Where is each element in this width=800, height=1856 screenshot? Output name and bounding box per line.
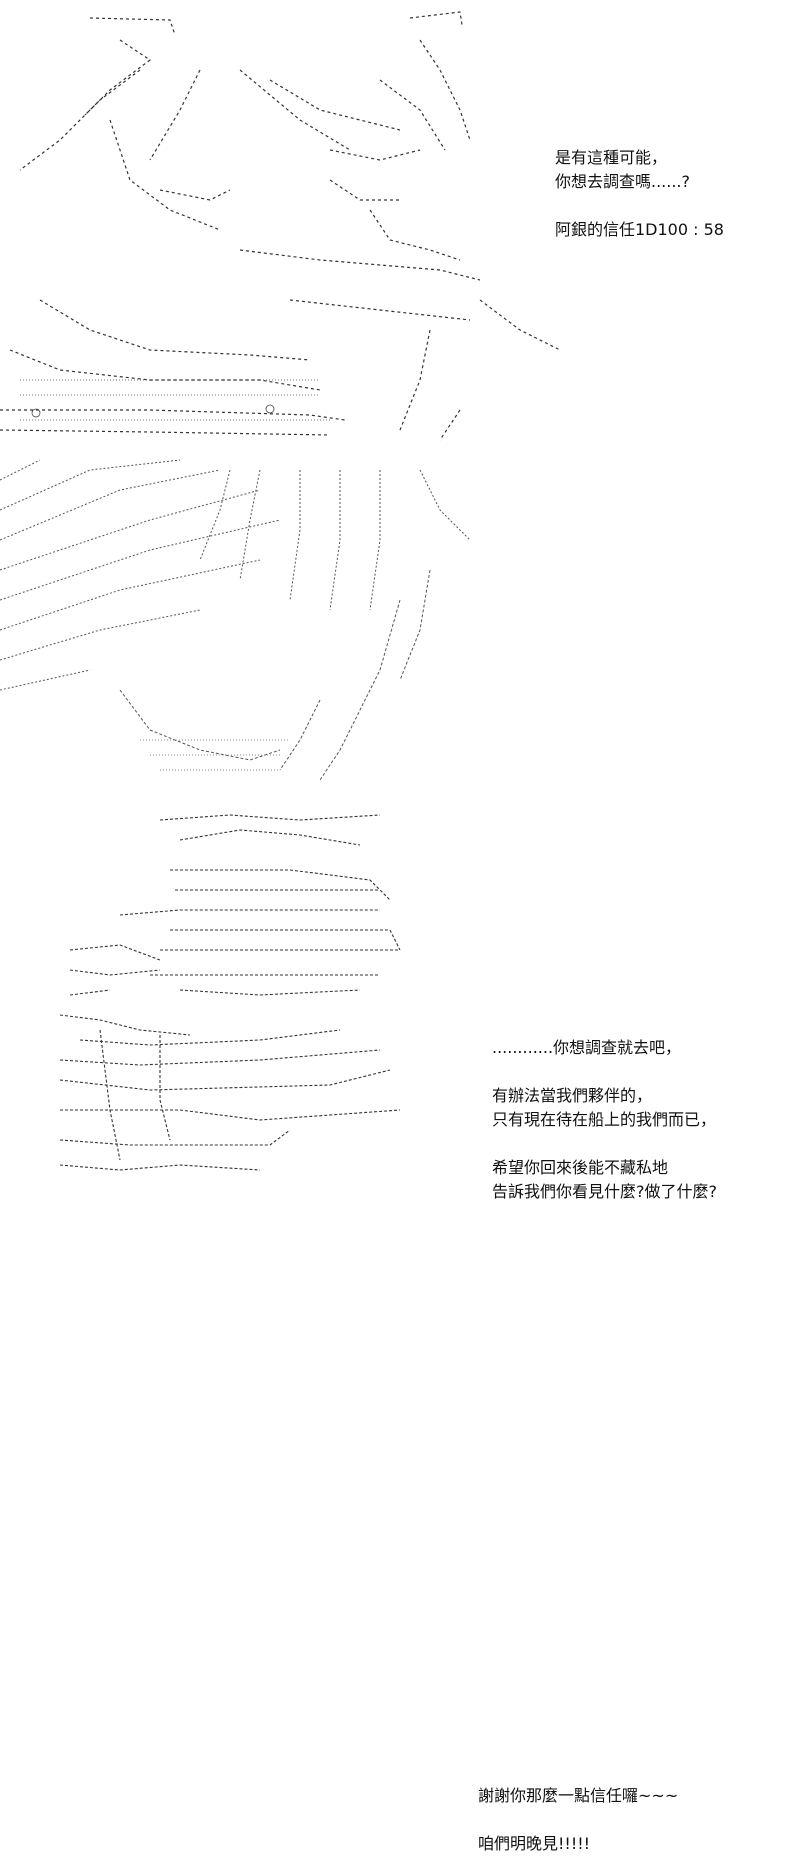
dialogue-gap	[555, 194, 724, 218]
character-art-1	[0, 11, 561, 441]
dialogue-line: 只有現在待在船上的我們而已，	[492, 1110, 717, 1129]
character-art-3	[59, 814, 401, 1171]
panel-1: 是有這種可能， 你想去調查嗎......? 阿銀的信任1D100 : 58	[0, 0, 800, 450]
dialogue-block-2: ............你想調查就去吧， 有辦法當我們夥伴的， 只有現在待在船上…	[492, 1036, 717, 1204]
panel-3: 謝謝你那麼一點信任囉~~~ 咱們明晚見!!!!!	[0, 800, 800, 1853]
dialogue-line: 是有這種可能，	[555, 148, 668, 167]
character-art-2	[0, 459, 471, 781]
dialogue-line: 咱們明晚見!!!!!	[478, 1834, 591, 1853]
dialogue-block-1: 是有這種可能， 你想去調查嗎......? 阿銀的信任1D100 : 58	[555, 146, 724, 242]
dialogue-line: ............你想調查就去吧，	[492, 1038, 682, 1057]
dialogue-line: 有辦法當我們夥伴的，	[492, 1086, 653, 1105]
dialogue-line: 謝謝你那麼一點信任囉~~~	[478, 1786, 679, 1805]
dialogue-line-trust-roll: 阿銀的信任1D100 : 58	[555, 220, 724, 239]
dialogue-line: 告訴我們你看見什麼?做了什麼?	[492, 1182, 717, 1201]
dialogue-gap	[478, 1808, 678, 1832]
dialogue-block-3: 謝謝你那麼一點信任囉~~~ 咱們明晚見!!!!!	[478, 1784, 678, 1856]
dialogue-line: 希望你回來後能不藏私地	[492, 1158, 669, 1177]
dialogue-line: 你想去調查嗎......?	[555, 172, 691, 191]
panel-2: ............你想調查就去吧， 有辦法當我們夥伴的， 只有現在待在船上…	[0, 450, 800, 1201]
